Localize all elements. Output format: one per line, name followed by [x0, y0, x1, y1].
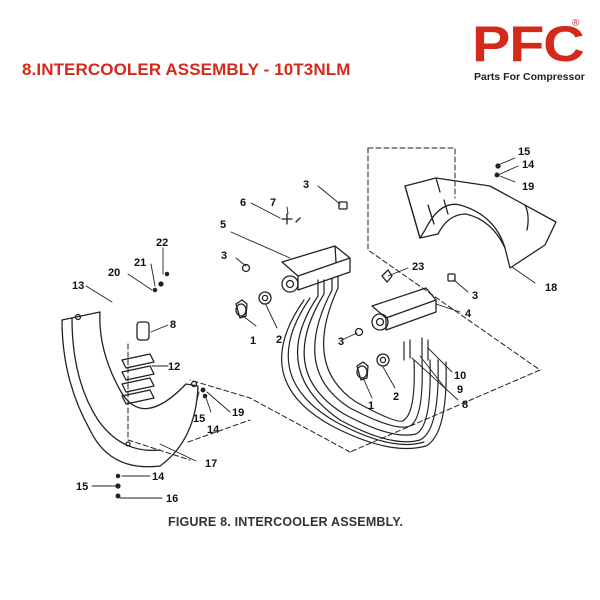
- cooling-tubes: [281, 275, 447, 450]
- callout-19a: 19: [232, 407, 244, 419]
- callout-3c: 3: [472, 290, 478, 302]
- callout-1a: 1: [250, 335, 256, 347]
- callout-15b: 15: [76, 481, 88, 493]
- callout-2a: 2: [276, 334, 282, 346]
- cooler-shroud: [404, 163, 557, 269]
- callout-19b: 19: [522, 181, 534, 193]
- callout-7: 7: [270, 197, 276, 209]
- callout-23: 23: [412, 261, 424, 273]
- registered-mark: ®: [572, 18, 580, 29]
- lower-manifold: [371, 287, 437, 331]
- leader-lines: [85, 157, 536, 499]
- callout-12: 12: [168, 361, 180, 373]
- callout-14c: 14: [522, 159, 535, 171]
- callout-15c: 15: [518, 146, 530, 158]
- callout-9: 9: [457, 384, 463, 396]
- fittings: [235, 201, 456, 381]
- callout-13: 13: [72, 280, 84, 292]
- callout-3b: 3: [303, 179, 309, 191]
- figure-caption: FIGURE 8. INTERCOOLER ASSEMBLY.: [168, 515, 404, 529]
- callout-8a: 8: [170, 319, 176, 331]
- page-title: 8.INTERCOOLER ASSEMBLY - 10T3NLM: [22, 60, 351, 79]
- callout-1b: 1: [368, 400, 374, 412]
- callout-8b: 8: [462, 399, 468, 411]
- callout-4: 4: [465, 308, 472, 320]
- callout-6: 6: [240, 197, 246, 209]
- hardware-dots: [115, 271, 208, 499]
- logo-mark: PFC: [472, 16, 585, 72]
- callout-22: 22: [156, 237, 168, 249]
- callout-5: 5: [220, 219, 226, 231]
- callout-20: 20: [108, 267, 120, 279]
- callout-17: 17: [205, 458, 217, 470]
- logo-tagline: Parts For Compressor: [474, 71, 585, 83]
- left-bracket: [61, 311, 199, 468]
- callout-14b: 14: [152, 471, 165, 483]
- callout-18: 18: [545, 282, 557, 294]
- assembly-dashed-outline: [127, 147, 541, 461]
- upper-manifold: [281, 245, 351, 293]
- callout-3a: 3: [221, 250, 227, 262]
- callout-16: 16: [166, 493, 178, 505]
- callout-10: 10: [454, 370, 466, 382]
- pfc-logo: PFC ® Parts For Compressor: [468, 16, 585, 86]
- callout-21: 21: [134, 257, 146, 269]
- callout-15a: 15: [193, 413, 205, 425]
- callout-2b: 2: [393, 391, 399, 403]
- callout-labels: 1 2 3 5 6 7 3 22 21 20 13 8 12 15 14 19 …: [72, 146, 557, 505]
- callout-14a: 14: [207, 424, 220, 436]
- callout-3d: 3: [338, 336, 344, 348]
